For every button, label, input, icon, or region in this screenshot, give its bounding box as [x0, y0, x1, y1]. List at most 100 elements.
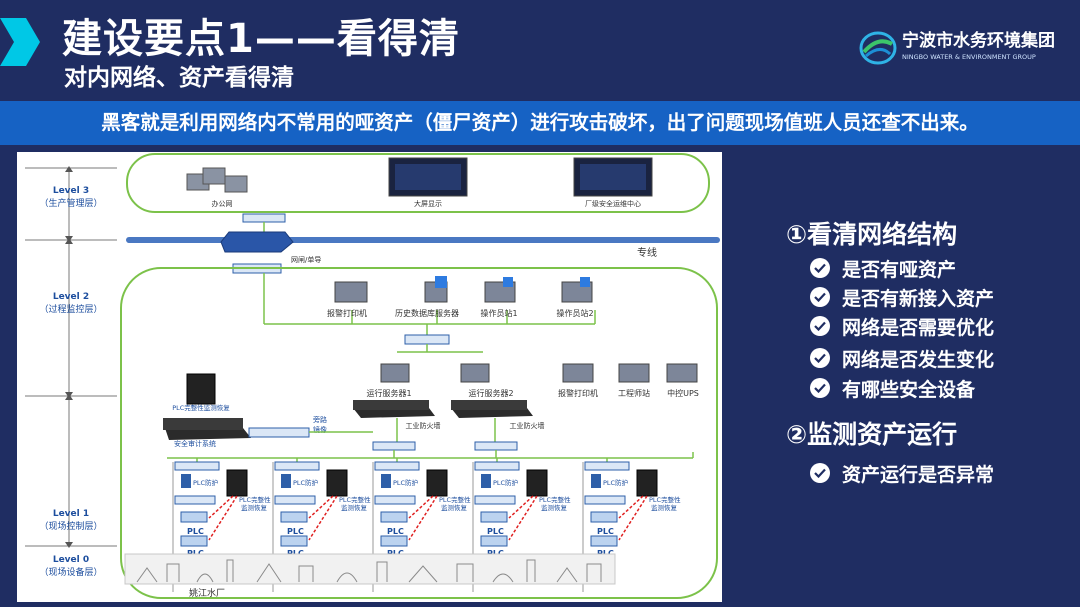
plc-recover-label: PLC完整性: [339, 495, 371, 504]
section1-item-label: 网络是否需要优化: [842, 316, 995, 339]
red-monitor-link: [208, 495, 234, 519]
logo-text-en: NINGBO WATER & ENVIRONMENT GROUP: [902, 53, 1036, 61]
logo-swirl-icon: [859, 31, 897, 65]
plc-rack-icon: [380, 511, 408, 523]
bypass-label: 旁路: [313, 415, 327, 424]
red-monitor-link: [618, 495, 644, 519]
alarm-printer2-icon: [562, 363, 594, 383]
plc-switch: [474, 461, 520, 471]
plc-protect-label: PLC防护: [393, 478, 418, 487]
operator-station2-label: 操作员站2: [556, 308, 593, 318]
office-label: 办公网: [212, 199, 233, 208]
engineer-station-icon: [618, 363, 650, 383]
section1-item-2: 网络是否需要优化: [810, 312, 994, 340]
check-icon: [810, 287, 830, 307]
audit-system-icon: [163, 418, 251, 440]
office-pc-icon: [186, 167, 248, 193]
ops-center-label: 厂级安全运维中心: [585, 199, 641, 208]
level0-name: Level 0: [53, 555, 89, 565]
run-server1-icon: [353, 363, 435, 418]
red-monitor-link-2: [308, 495, 338, 541]
section1-item-0: 是否有哑资产: [810, 254, 956, 282]
plc-protect-icon: [181, 474, 191, 488]
plc-rack-icon-2: [480, 535, 508, 547]
plant-label: 姚江水厂: [189, 587, 225, 599]
section1-item-3: 网络是否发生变化: [810, 344, 994, 372]
plc-recover-label-2: 监测恢复: [541, 503, 568, 512]
ups-label: 中控UPS: [667, 388, 699, 398]
gateway-label: 网闸/单导: [291, 255, 321, 264]
plc-recover-device-icon: [326, 469, 348, 497]
plc-rack-icon: [180, 511, 208, 523]
bigscreen-label: 大屏显示: [414, 199, 442, 208]
check-icon: [810, 378, 830, 398]
plc-recover-label: PLC完整性: [239, 495, 271, 504]
plc-protect-label: PLC防护: [603, 478, 628, 487]
ups-icon: [666, 363, 698, 383]
plc-integrity-device-icon: [186, 373, 216, 405]
section2-item-0: 资产运行是否异常: [810, 459, 994, 487]
mirror-label: 镜像: [313, 425, 327, 434]
red-monitor-link-2: [508, 495, 538, 541]
banner: 黑客就是利用网络内不常用的哑资产（僵尸资产）进行攻击破坏，出了问题现场值班人员还…: [0, 101, 1080, 145]
red-monitor-link: [408, 495, 434, 519]
plc-recover-label-2: 监测恢复: [341, 503, 368, 512]
plc-recover-device-icon: [526, 469, 548, 497]
history-server-icon: [424, 276, 448, 303]
plc-protect-label: PLC防护: [193, 478, 218, 487]
banner-text: 黑客就是利用网络内不常用的哑资产（僵尸资产）进行攻击破坏，出了问题现场值班人员还…: [101, 111, 979, 134]
dedicated-line-label: 专线: [637, 246, 657, 259]
plc-label: PLC: [487, 527, 504, 536]
plc-rack-icon: [480, 511, 508, 523]
plc-rack-icon-2: [590, 535, 618, 547]
plc-switch-2: [274, 495, 316, 505]
plc-protect-icon: [591, 474, 601, 488]
level2-name: Level 2: [53, 292, 89, 302]
plc-rack-icon: [280, 511, 308, 523]
plc-recover-device-icon: [636, 469, 658, 497]
network-diagram: Level 3 （生产管理层） Level 2 （过程监控层） Level 1 …: [17, 152, 722, 602]
ops-center-screen-icon: [573, 157, 653, 197]
section1-item-label: 网络是否发生变化: [842, 348, 995, 371]
plc-recover-device-icon: [226, 469, 248, 497]
plc-rack-icon-2: [180, 535, 208, 547]
red-monitor-link: [308, 495, 334, 519]
plc-switch: [584, 461, 630, 471]
plc-protect-icon: [481, 474, 491, 488]
section2-heading: ②监测资产运行: [786, 420, 958, 449]
alarm-printer-monitor-icon: [334, 281, 368, 303]
history-server-label: 历史数据库服务器: [395, 308, 459, 318]
plc-switch: [374, 461, 420, 471]
page-title: 建设要点1——看得清: [62, 16, 460, 62]
plc-protect-icon: [381, 474, 391, 488]
plc-switch-2: [474, 495, 516, 505]
plc-recover-label: PLC完整性: [539, 495, 571, 504]
plc-recover-label: PLC完整性: [649, 495, 681, 504]
red-monitor-link-2: [408, 495, 438, 541]
audit-system-label: 安全审计系统: [174, 439, 216, 448]
plc-label: PLC: [597, 527, 614, 536]
red-monitor-link-2: [208, 495, 238, 541]
plc-switch-2: [374, 495, 416, 505]
alarm-printer2-label: 报警打印机: [558, 388, 598, 398]
section1-item-label: 有哪些安全设备: [842, 378, 976, 401]
plc-protect-label: PLC防护: [293, 478, 318, 487]
section1-item-4: 有哪些安全设备: [810, 374, 975, 402]
section2-item-label: 资产运行是否异常: [842, 463, 995, 486]
alarm-printer-label: 报警打印机: [327, 308, 367, 318]
section1-item-label: 是否有新接入资产: [842, 287, 995, 310]
plc-rack-icon-2: [380, 535, 408, 547]
section1-item-label: 是否有哑资产: [842, 258, 957, 281]
operator-station2-icon: [561, 277, 593, 303]
check-icon: [810, 258, 830, 278]
plc-rack-icon-2: [280, 535, 308, 547]
level0-desc: （现场设备层）: [39, 566, 102, 578]
plc-protect-icon: [281, 474, 291, 488]
company-logo: 宁波市水务环境集团 NINGBO WATER & ENVIRONMENT GRO…: [858, 30, 1068, 66]
level3-desc: （生产管理层）: [39, 197, 102, 209]
plc-recover-label: PLC完整性: [439, 495, 471, 504]
header-chevron-icon: [0, 18, 40, 66]
page-subtitle: 对内网络、资产看得清: [64, 65, 294, 91]
plc-integrity-label: PLC完整性监测恢复: [172, 403, 230, 412]
level3-name: Level 3: [53, 186, 89, 196]
